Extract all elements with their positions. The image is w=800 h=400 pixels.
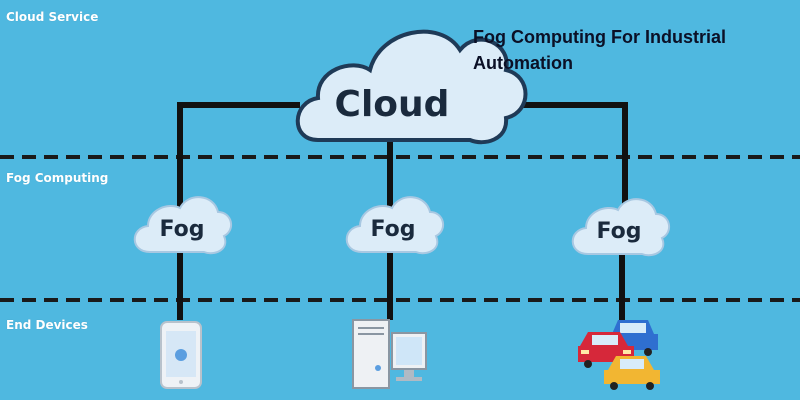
phone-icon xyxy=(160,321,202,389)
layer-label-cloud-service: Cloud Service xyxy=(6,10,99,24)
desktop-computer-icon xyxy=(352,319,427,389)
fog-cloud-shape-left xyxy=(133,196,233,255)
cloud-shape xyxy=(295,29,528,145)
cloud-node: Cloud xyxy=(295,29,528,145)
layer-label-fog-computing: Fog Computing xyxy=(6,171,109,185)
fog-node-right: Fog xyxy=(571,198,671,257)
layer-label-end-devices: End Devices xyxy=(6,318,88,332)
cloud-to-fog-left-line xyxy=(177,102,300,215)
yellow-car xyxy=(604,356,660,390)
fog-label-left: Fog xyxy=(160,217,205,242)
fog-cloud-shape-middle xyxy=(345,196,445,255)
cars-icon xyxy=(578,320,660,390)
fog-label-right: Fog xyxy=(597,219,642,244)
fog-node-left: Fog xyxy=(133,196,233,255)
fog-node-middle: Fog xyxy=(345,196,445,255)
red-car xyxy=(578,332,634,368)
cloud-to-fog-right-line xyxy=(500,102,628,215)
fog-cloud-shape-right xyxy=(571,198,671,257)
cloud-label: Cloud xyxy=(335,84,450,125)
fog-label-middle: Fog xyxy=(371,217,416,242)
diagram-title: Fog Computing For Industrial Automation xyxy=(473,27,726,73)
connection-lines xyxy=(177,102,628,330)
